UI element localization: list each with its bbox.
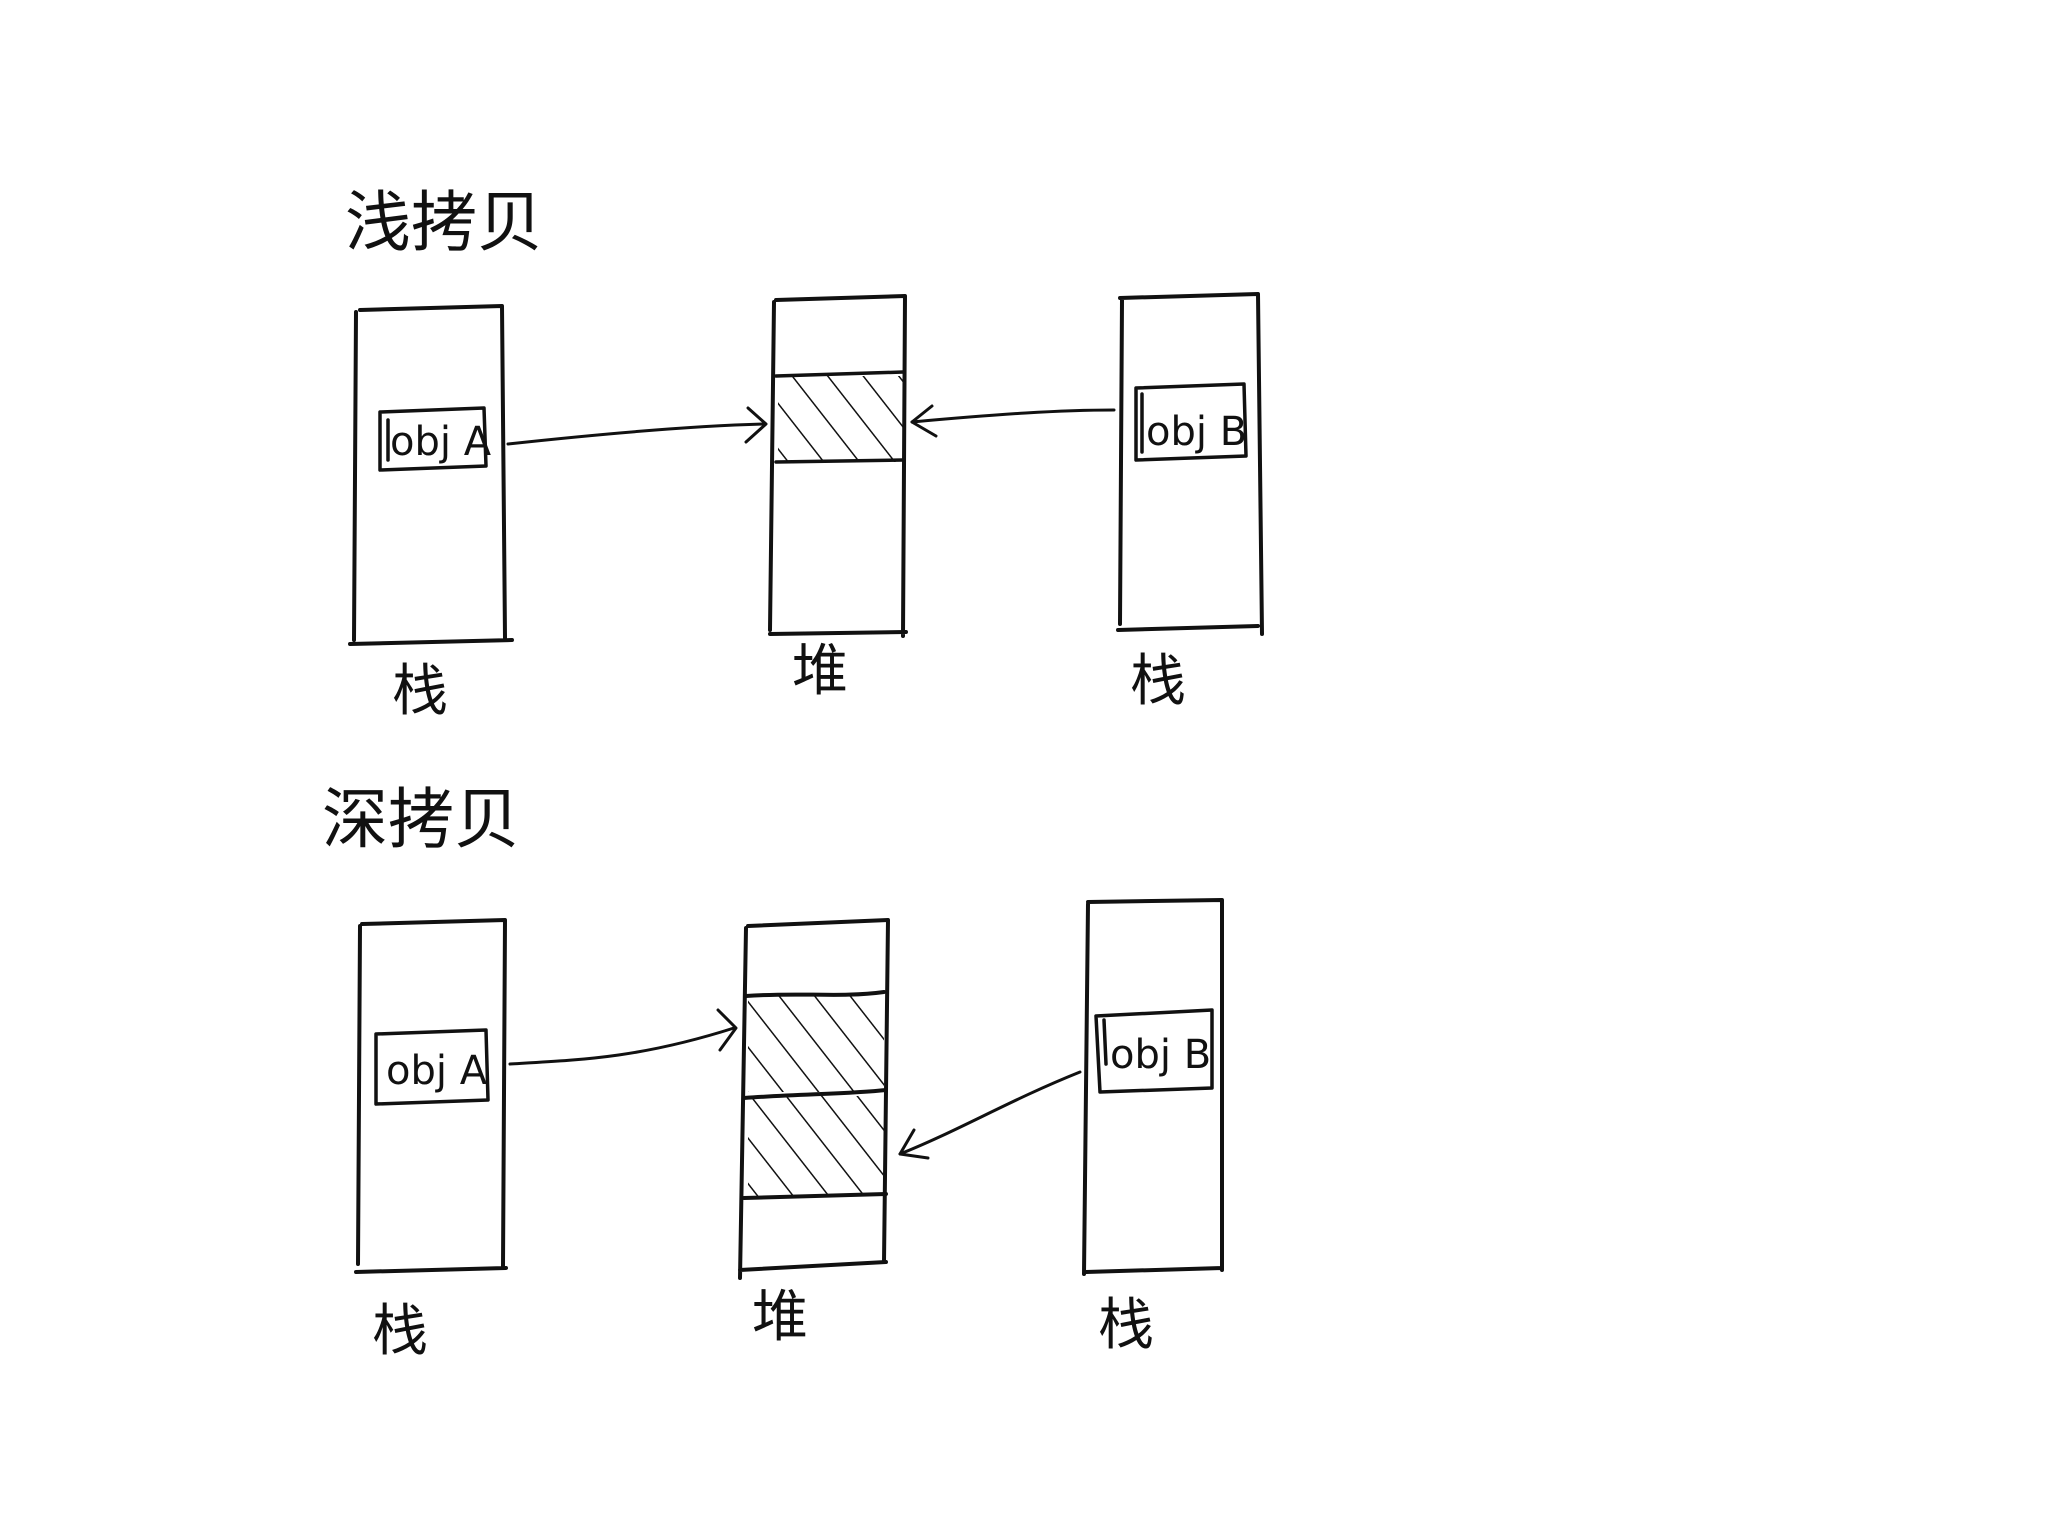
- deep-stack-a-label: 栈: [372, 1299, 428, 1364]
- deep-heap-hatched-block-1: [748, 996, 884, 1092]
- shallow-arrow-b-to-heap: [910, 404, 1116, 438]
- shallow-obj-b-label: obj B: [1146, 409, 1247, 455]
- deep-stack-b-label: 栈: [1098, 1293, 1154, 1358]
- shallow-obj-a-cell: obj A: [378, 406, 492, 472]
- deep-copy-section: 深拷贝 obj A 栈 堆 obj B 栈: [322, 781, 1224, 1364]
- deep-stack-a: obj A 栈: [354, 918, 508, 1364]
- shallow-arrow-a-to-heap: [506, 406, 768, 446]
- shallow-heap: 堆: [768, 294, 908, 704]
- shallow-stack-b-label: 栈: [1130, 649, 1186, 714]
- deep-heap-hatched-block-2: [748, 1096, 884, 1196]
- deep-heap-label: 堆: [752, 1285, 808, 1350]
- deep-stack-b: obj B 栈: [1082, 898, 1224, 1358]
- deep-copy-title: 深拷贝: [322, 781, 520, 858]
- shallow-copy-title: 浅拷贝: [345, 184, 543, 261]
- deep-obj-b-label: obj B: [1110, 1032, 1211, 1078]
- deep-heap: 堆: [738, 918, 890, 1350]
- shallow-obj-a-label: obj A: [390, 419, 492, 465]
- deep-arrow-a-to-heap: [508, 1008, 738, 1066]
- shallow-stack-a: obj A 栈: [348, 304, 514, 724]
- deep-obj-b-cell: obj B: [1094, 1008, 1214, 1094]
- deep-arrow-b-to-heap: [898, 1070, 1082, 1160]
- shallow-stack-a-label: 栈: [392, 659, 448, 724]
- shallow-heap-hatched-block: [778, 376, 903, 462]
- deep-obj-a-cell: obj A: [374, 1028, 490, 1106]
- shallow-copy-section: 浅拷贝 obj A 栈 堆 obj B 栈: [345, 184, 1264, 724]
- deep-obj-a-label: obj A: [386, 1048, 488, 1094]
- shallow-obj-b-cell: obj B: [1134, 382, 1248, 462]
- shallow-stack-b: obj B 栈: [1116, 292, 1264, 714]
- shallow-heap-label: 堆: [792, 639, 848, 704]
